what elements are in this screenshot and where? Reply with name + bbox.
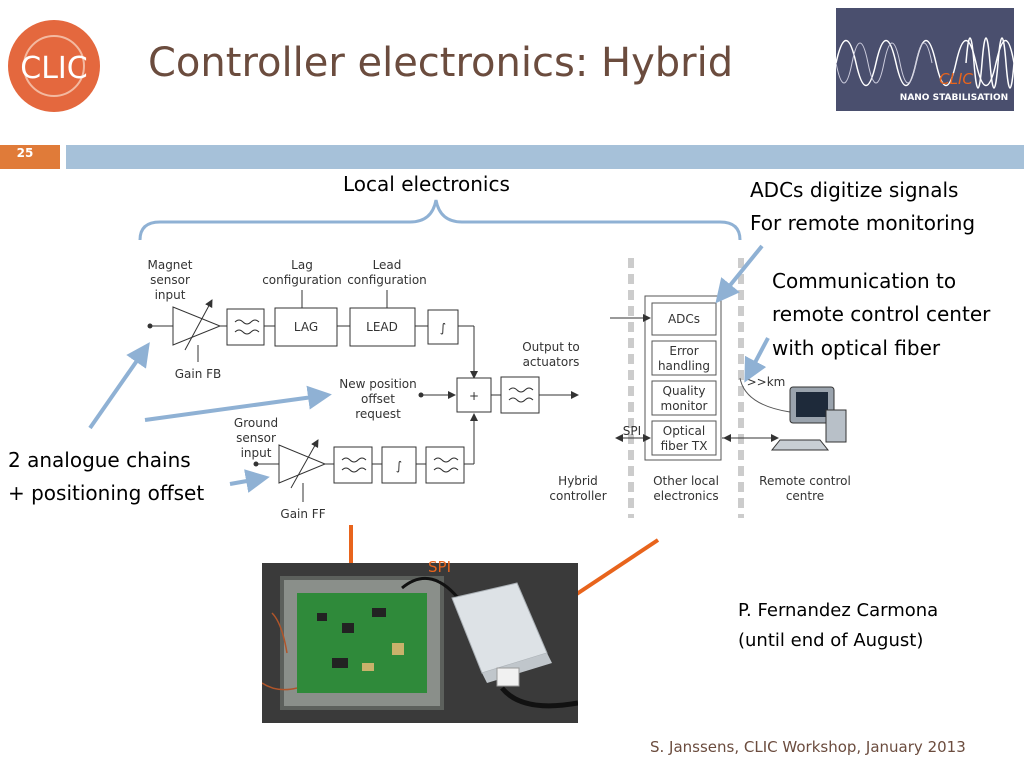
blue-arrow-magnet: [88, 342, 150, 430]
slide-number: 25: [16, 146, 34, 160]
lag-block: [274, 307, 338, 347]
integrator-block-2: [381, 446, 417, 484]
filter-block-2: [333, 446, 373, 484]
optical-tx-label-2: fiber TX: [661, 439, 708, 453]
blue-arrow-adcs: [715, 244, 764, 304]
page-title: Controller electronics: Hybrid: [148, 40, 734, 86]
blue-arrow-comm: [744, 337, 770, 383]
offset-request-label-2: offset: [361, 392, 395, 406]
ground-input-label-2: sensor: [236, 431, 276, 445]
logo-clic-text: CLIC: [939, 70, 973, 88]
error-handling-label-2: handling: [658, 359, 710, 373]
footer-credit: S. Janssens, CLIC Workshop, January 2013: [650, 738, 966, 756]
quality-monitor-block: [651, 380, 717, 416]
lag-config-label-2: configuration: [262, 273, 342, 287]
photo-spi-label: SPI: [428, 558, 451, 576]
integrator-block-1: [427, 309, 459, 345]
ground-input-label-3: input: [241, 446, 272, 460]
hybrid-controller-label-2: controller: [549, 489, 606, 503]
offset-request-label-1: New position: [339, 377, 417, 391]
other-local-label-2: electronics: [653, 489, 718, 503]
output-label-2: actuators: [523, 355, 580, 369]
hybrid-controller-label-1: Hybrid: [558, 474, 598, 488]
blue-arrow-ground: [229, 469, 270, 493]
adcs-label-2: For remote monitoring: [750, 211, 976, 235]
sum-block: [456, 377, 492, 413]
blue-arrow-offset: [144, 385, 332, 422]
lag-config-label-1: Lag: [291, 258, 313, 272]
gain-ff-amplifier: [278, 444, 327, 484]
error-handling-label-1: Error: [669, 344, 698, 358]
adcs-block-label: ADCs: [668, 312, 700, 326]
spi-label: SPI: [623, 424, 641, 438]
chains-label-2: + positioning offset: [8, 481, 205, 505]
gain-fb-label: Gain FB: [175, 367, 222, 381]
header-bar: [66, 145, 1024, 169]
filter-block-1: [226, 308, 265, 346]
output-label-1: Output to: [522, 340, 580, 354]
filter-block-3: [425, 446, 465, 484]
lead-config-label-1: Lead: [373, 258, 402, 272]
logo-nano-text: NANO STABILISATION: [900, 93, 1008, 103]
nano-stabilisation-logo: CLIC NANO STABILISATION: [836, 8, 1014, 111]
ground-input-label-1: Ground: [234, 416, 278, 430]
other-local-label-1: Other local: [653, 474, 719, 488]
brace: [138, 199, 742, 241]
offset-request-label-3: request: [355, 407, 401, 421]
adcs-label-1: ADCs digitize signals: [750, 178, 959, 202]
slide-number-box: [0, 145, 60, 169]
gain-ff-label: Gain FF: [280, 507, 325, 521]
adcs-block: [651, 302, 717, 336]
magnet-input-label-3: input: [155, 288, 186, 302]
clic-logo: CLIC: [8, 20, 100, 112]
clic-logo-text: CLIC: [20, 51, 87, 86]
sum-label: +: [469, 389, 479, 403]
lead-config-label-2: configuration: [347, 273, 427, 287]
optical-tx-label-1: Optical: [663, 424, 705, 438]
chains-label-1: 2 analogue chains: [8, 448, 191, 472]
integrator-label-2: ∫: [396, 459, 402, 473]
lead-label: LEAD: [366, 320, 398, 334]
filter-block-out: [500, 376, 540, 414]
hardware-photo: [262, 563, 578, 723]
magnet-input-label-2: sensor: [150, 273, 190, 287]
optical-tx-block: [651, 420, 717, 456]
error-handling-block: [651, 340, 717, 376]
computer-icon: [770, 386, 847, 451]
km-label: >>km: [747, 375, 786, 389]
comm-label-2: remote control center: [772, 302, 991, 326]
integrator-label-1: ∫: [440, 321, 446, 335]
comm-label-3: with optical fiber: [772, 336, 941, 360]
quality-monitor-label-1: Quality: [663, 384, 706, 398]
lead-block: [349, 307, 416, 347]
comm-label-1: Communication to: [772, 269, 957, 293]
quality-monitor-label-2: monitor: [661, 399, 708, 413]
remote-centre-label-1: Remote control: [759, 474, 851, 488]
remote-centre-label-2: centre: [786, 489, 824, 503]
person-label-2: (until end of August): [738, 630, 924, 651]
gain-fb-amplifier: [172, 306, 222, 346]
local-electronics-label: Local electronics: [343, 172, 510, 196]
person-label-1: P. Fernandez Carmona: [738, 600, 939, 621]
magnet-input-label-1: Magnet: [147, 258, 192, 272]
lag-label: LAG: [294, 320, 318, 334]
